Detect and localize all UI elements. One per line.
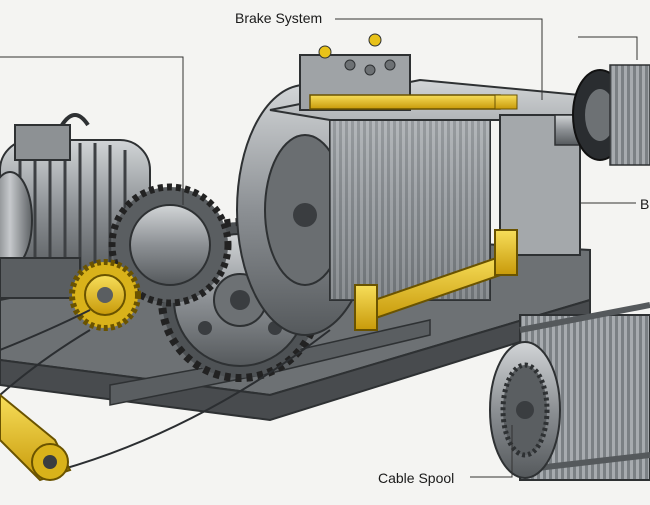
cable-clamp [0,395,70,480]
pinion-gear [72,262,138,328]
label-cable-spool: Cable Spool [376,470,456,486]
label-right-partial: B [638,196,650,212]
label-brake-system: Brake System [233,10,324,26]
